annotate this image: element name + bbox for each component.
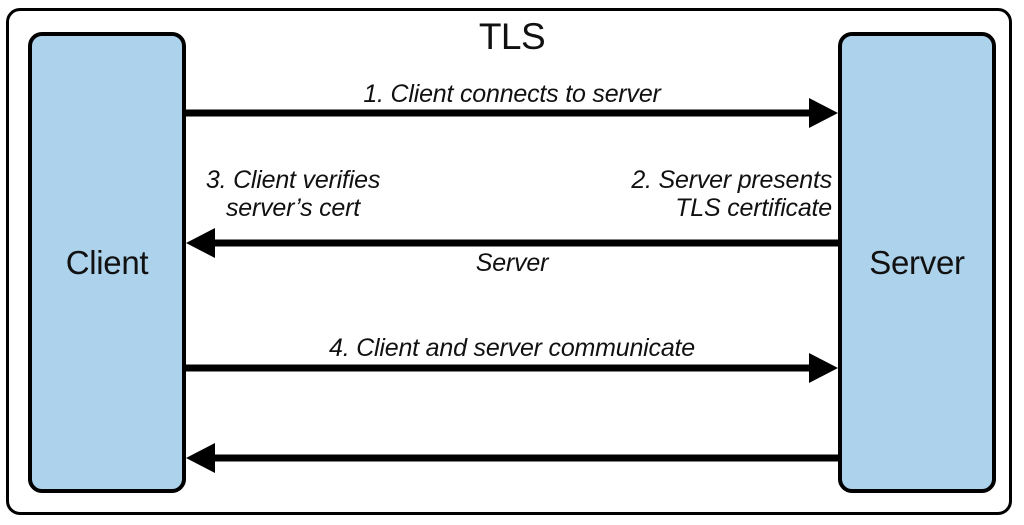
participant-box-client: Client [28,32,186,493]
arrow-label-server-sub: Server [475,249,549,277]
arrow-label-step-4: 4. Client and server communicate [329,334,695,362]
arrow-label-step-1: 1. Client connects to server [363,80,661,108]
arrow-label-step-3: 3. Client verifies server’s cert [205,166,381,222]
participant-label-server: Server [869,244,965,281]
arrow-label-step-2: 2. Server presents TLS certificate [631,166,832,222]
diagram-title: TLS [478,16,546,57]
participant-box-server: Server [838,32,996,493]
participant-label-client: Client [65,244,149,281]
